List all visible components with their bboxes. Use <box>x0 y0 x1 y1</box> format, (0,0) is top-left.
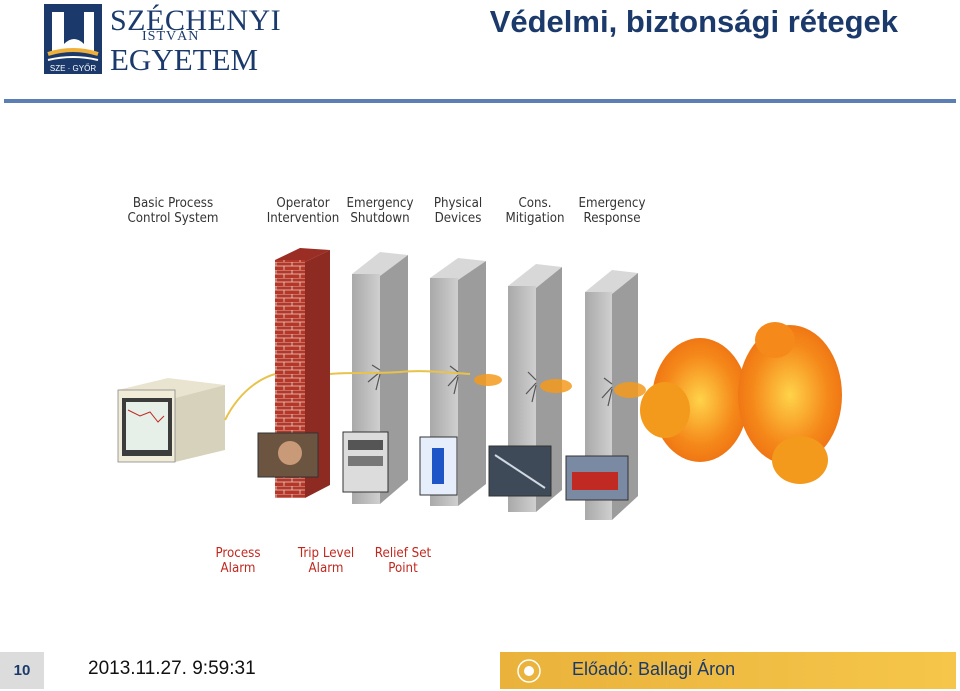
slide-datetime: 2013.11.27. 9:59:31 <box>88 658 256 680</box>
slide-footer: 10 2013.11.27. 9:59:31 Előadó: Ballagi Á… <box>0 650 960 691</box>
logo-badge: SZE · GYŐR <box>50 64 96 73</box>
label-trip-level-alarm: Trip Level Alarm <box>290 546 362 576</box>
slide-title: Védelmi, biztonsági rétegek <box>490 4 898 40</box>
sun-emblem-icon <box>516 658 542 684</box>
label-relief-set-point: Relief Set Point <box>367 546 439 576</box>
header-divider <box>4 99 956 103</box>
layers-of-protection-figure: Basic Process Control System Operator In… <box>0 110 960 650</box>
fire-hazard <box>640 322 842 484</box>
logo-emblem-icon: SZE · GYŐR <box>44 4 102 74</box>
control-system-cabinet <box>118 378 225 462</box>
layers-illustration <box>0 110 960 650</box>
label-process-alarm: Process Alarm <box>203 546 273 576</box>
university-logo: SZE · GYŐR SZÉCHENYI ISTVÁN EGYETEM <box>44 4 294 76</box>
presenter-name: Előadó: Ballagi Áron <box>572 659 735 680</box>
slide-number: 10 <box>0 652 44 689</box>
logo-line3: EGYETEM <box>110 44 258 75</box>
presenter-bar: Előadó: Ballagi Áron <box>500 652 956 689</box>
